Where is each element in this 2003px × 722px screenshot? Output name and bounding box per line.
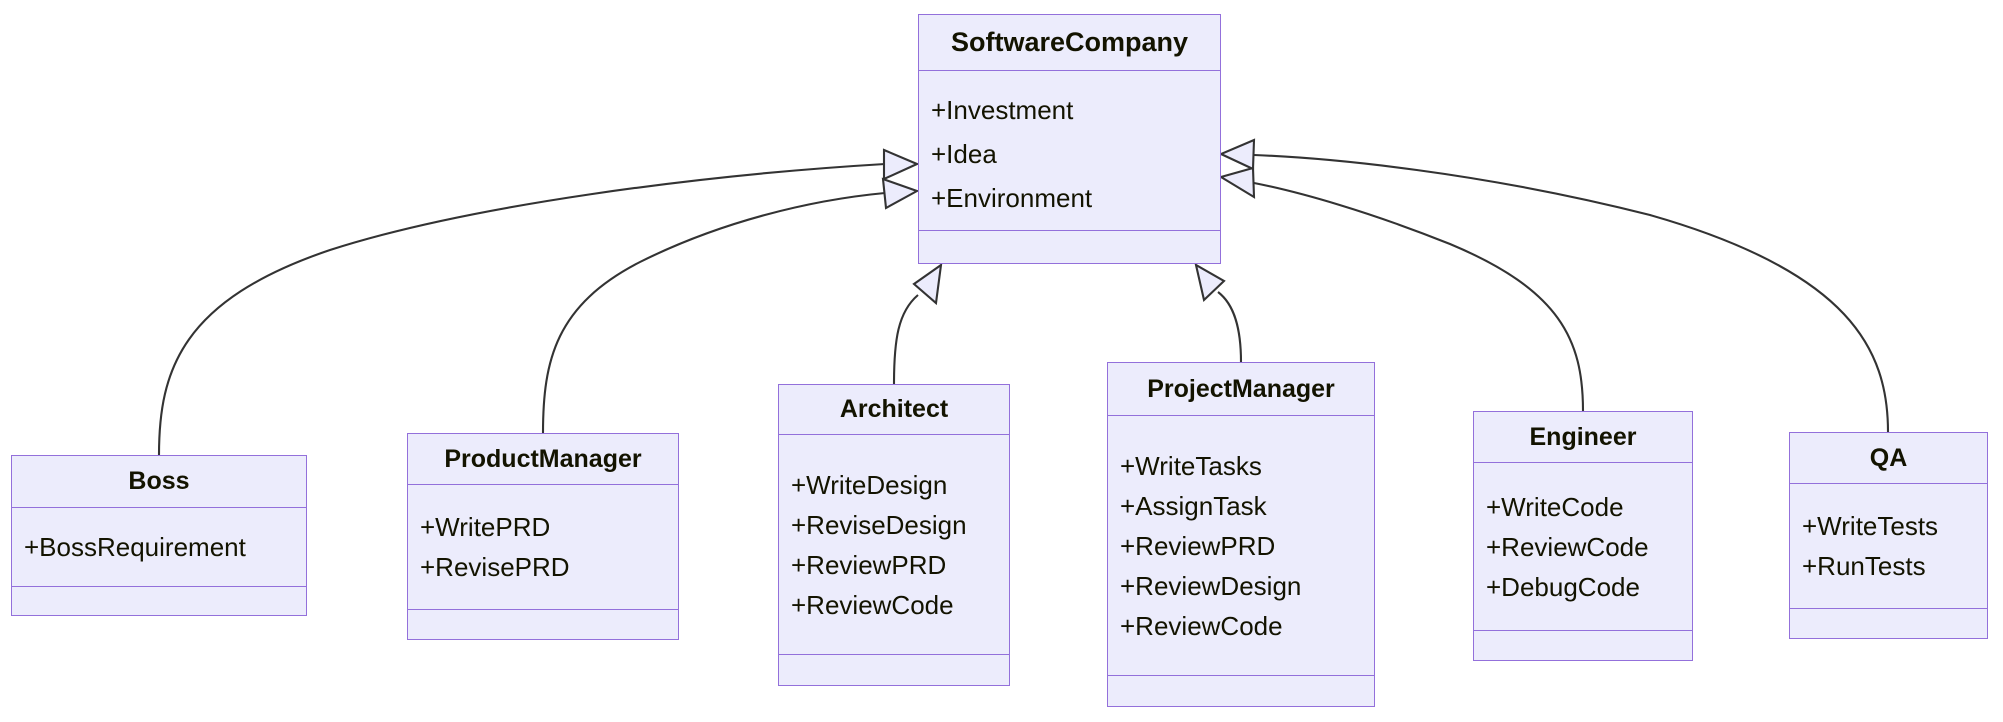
attribute-item: +Idea xyxy=(931,138,997,169)
class-attributes-boss: +BossRequirement xyxy=(12,508,306,587)
arrowhead-boss xyxy=(882,148,920,181)
class-box-softwarecompany[interactable]: SoftwareCompany +Investment +Idea +Envir… xyxy=(918,14,1221,264)
attribute-item: +ReviewCode xyxy=(791,589,954,620)
edge-boss-to-softwarecompany xyxy=(157,162,886,456)
class-attributes-qa: +WriteTests +RunTests xyxy=(1790,484,1987,609)
attribute-item: +WriteDesign xyxy=(791,469,948,500)
class-box-qa[interactable]: QA +WriteTests +RunTests xyxy=(1789,432,1988,639)
class-title-architect: Architect xyxy=(779,385,1009,435)
attribute-item: +WriteTests xyxy=(1802,511,1939,541)
class-methods-qa xyxy=(1790,609,1987,638)
class-box-productmanager[interactable]: ProductManager +WritePRD +RevisePRD xyxy=(407,433,679,640)
arrowhead-projectmanager xyxy=(1194,262,1226,303)
attribute-item: +RevisePRD xyxy=(420,552,570,582)
class-methods-productmanager xyxy=(408,610,678,639)
attribute-item: +Investment xyxy=(931,94,1074,125)
attribute-item: +WritePRD xyxy=(420,512,551,542)
attribute-item: +AssignTask xyxy=(1120,490,1267,521)
class-attributes-softwarecompany: +Investment +Idea +Environment xyxy=(919,71,1220,231)
class-title-projectmanager: ProjectManager xyxy=(1108,363,1374,416)
attribute-item: +DebugCode xyxy=(1486,571,1640,602)
class-title-qa: QA xyxy=(1790,433,1987,484)
class-methods-boss xyxy=(12,587,306,615)
class-methods-engineer xyxy=(1474,631,1692,660)
attribute-item: +BossRequirement xyxy=(24,532,246,562)
class-attributes-engineer: +WriteCode +ReviewCode +DebugCode xyxy=(1474,463,1692,631)
arrowhead-architect xyxy=(912,262,943,306)
class-methods-projectmanager xyxy=(1108,676,1374,706)
attribute-item: +WriteCode xyxy=(1486,491,1624,522)
class-attributes-projectmanager: +WriteTasks +AssignTask +ReviewPRD +Revi… xyxy=(1108,416,1374,676)
class-box-engineer[interactable]: Engineer +WriteCode +ReviewCode +DebugCo… xyxy=(1473,411,1693,661)
attribute-item: +ReviewPRD xyxy=(791,549,947,580)
attribute-item: +ReviewPRD xyxy=(1120,530,1276,561)
class-title-boss: Boss xyxy=(12,456,306,508)
attribute-item: +ReviewCode xyxy=(1120,610,1283,641)
attribute-item: +ReviseDesign xyxy=(791,509,967,540)
class-methods-softwarecompany xyxy=(919,231,1220,263)
attribute-item: +RunTests xyxy=(1802,551,1926,581)
class-title-softwarecompany: SoftwareCompany xyxy=(919,15,1220,71)
class-box-boss[interactable]: Boss +BossRequirement xyxy=(11,455,307,616)
class-box-projectmanager[interactable]: ProjectManager +WriteTasks +AssignTask +… xyxy=(1107,362,1375,707)
attribute-item: +WriteTasks xyxy=(1120,450,1262,481)
class-title-productmanager: ProductManager xyxy=(408,434,678,485)
arrowhead-engineer xyxy=(1218,166,1256,199)
edge-projectmanager-to-softwarecompany xyxy=(1217,291,1243,363)
class-attributes-architect: +WriteDesign +ReviseDesign +ReviewPRD +R… xyxy=(779,435,1009,655)
attribute-item: +ReviewDesign xyxy=(1120,570,1302,601)
attribute-item: +ReviewCode xyxy=(1486,531,1649,562)
edge-architect-to-softwarecompany xyxy=(892,294,919,385)
arrowhead-qa xyxy=(1218,138,1256,171)
class-methods-architect xyxy=(779,655,1009,685)
class-box-architect[interactable]: Architect +WriteDesign +ReviseDesign +Re… xyxy=(778,384,1010,686)
class-attributes-productmanager: +WritePRD +RevisePRD xyxy=(408,485,678,610)
class-title-engineer: Engineer xyxy=(1474,412,1692,463)
attribute-item: +Environment xyxy=(931,182,1093,213)
arrowhead-productmanager xyxy=(881,177,920,210)
